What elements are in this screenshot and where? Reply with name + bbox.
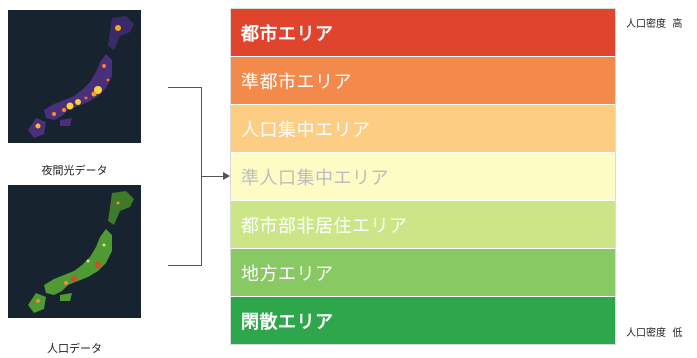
area-row: 都市エリア [231,9,615,57]
area-label: 地方エリア [241,263,334,285]
population-map [8,185,141,318]
density-low-value: 低 [672,328,683,339]
density-high-text: 人口密度 [626,19,666,30]
area-label: 都市部非居住エリア [241,215,408,237]
night-light-caption: 夜間光データ [41,164,108,177]
arrow-shaft [201,176,223,177]
density-low-text: 人口密度 [626,328,666,339]
area-row: 人口集中エリア [231,105,615,153]
area-label: 閑散エリア [241,311,334,333]
area-label: 準都市エリア [241,71,352,93]
population-caption: 人口データ [47,342,102,355]
area-row: 閑散エリア [231,297,615,344]
area-label: 人口集中エリア [241,119,371,141]
arrow-head-icon [223,172,230,180]
area-label: 都市エリア [241,23,334,45]
density-high-value: 高 [672,19,683,30]
connector-bottom-horizontal [168,265,202,266]
area-row: 準都市エリア [231,57,615,105]
area-row: 準人口集中エリア [231,153,615,201]
japan-night-map-image [8,10,141,143]
density-low-label: 人口密度 低 [626,324,682,339]
area-row: 地方エリア [231,249,615,297]
area-classification-stack: 都市エリア準都市エリア人口集中エリア準人口集中エリア都市部非居住エリア地方エリア… [230,8,616,345]
area-row: 都市部非居住エリア [231,201,615,249]
area-label: 準人口集中エリア [241,167,389,189]
density-high-label: 人口密度 高 [626,15,682,30]
connector-top-horizontal [168,87,202,88]
japan-population-map-image [8,185,141,318]
night-light-map [8,10,141,143]
